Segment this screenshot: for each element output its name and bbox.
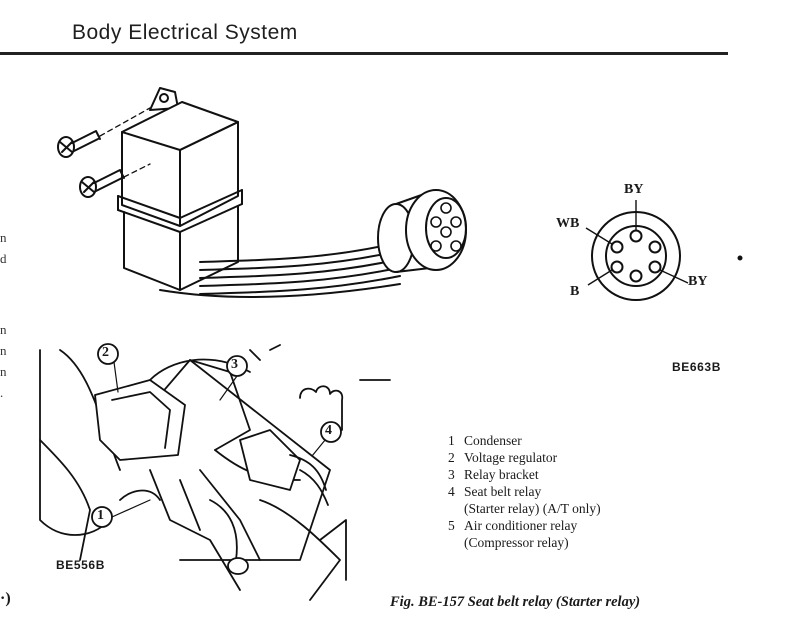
screw-icon: [57, 130, 101, 158]
pin-label-top: BY: [624, 182, 644, 197]
page-title: Body Electrical System: [72, 21, 298, 44]
pin-label-bottom-right: BY: [688, 274, 708, 289]
screw-icon: [79, 169, 125, 198]
figure-code-bottom: BE556B: [56, 558, 105, 572]
figure-caption: Fig. BE-157 Seat belt relay (Starter rel…: [390, 594, 641, 610]
pin-label-bottom-left: B: [570, 284, 580, 299]
legend-item: (Starter relay) (A/T only): [464, 501, 601, 516]
callout-label: 2: [102, 345, 109, 360]
callout-label: 3: [231, 357, 238, 372]
margin-fragment: n: [0, 230, 7, 245]
callout-label: 1: [97, 508, 104, 523]
legend-item: (Compressor relay): [464, 535, 569, 550]
installation-illustration: [39, 343, 391, 601]
pin-label-left: WB: [556, 216, 580, 231]
pin-diagram: [585, 200, 743, 301]
figure-code-top: BE663B: [672, 360, 721, 374]
callout-label: 4: [325, 423, 332, 438]
margin-fragment: n: [0, 322, 7, 337]
header-rule: [0, 52, 728, 55]
margin-fragment: ·): [0, 590, 11, 607]
margin-fragment: .: [0, 385, 4, 400]
margin-fragment: n: [0, 364, 7, 379]
margin-fragment: d: [0, 251, 7, 266]
margin-fragment: n: [0, 343, 7, 358]
